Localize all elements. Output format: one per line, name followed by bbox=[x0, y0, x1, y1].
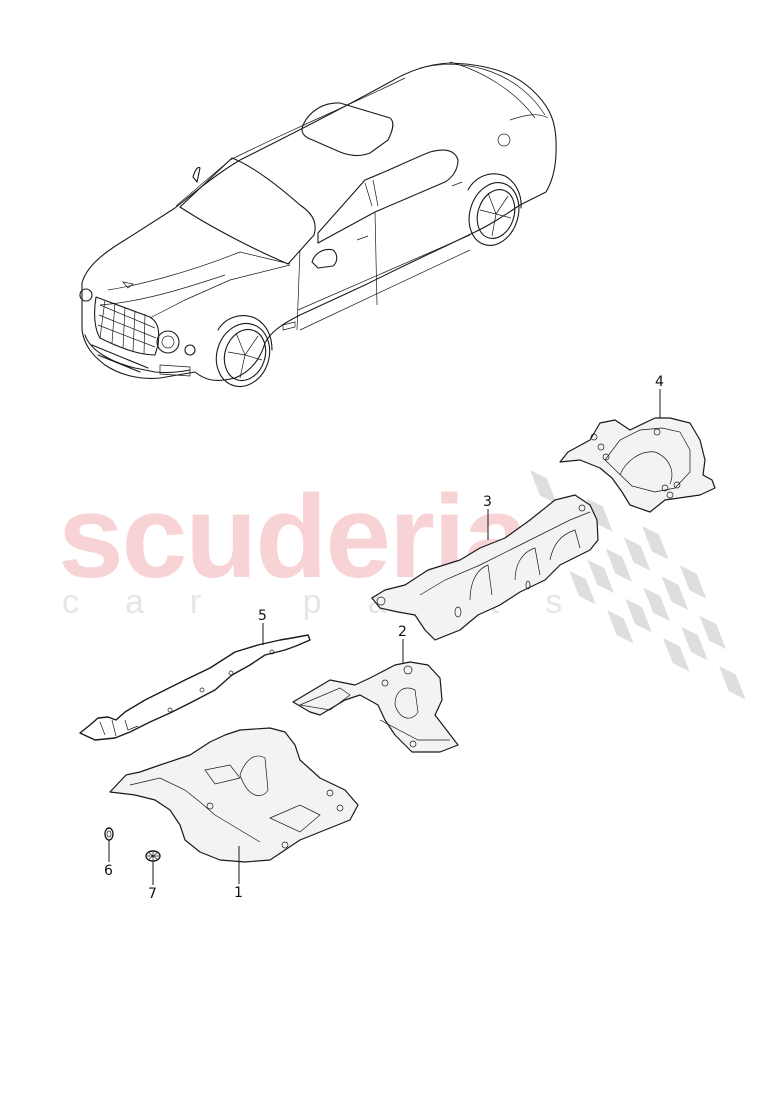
checker-square bbox=[587, 559, 614, 594]
checker-square bbox=[605, 548, 633, 582]
part-2-heat-shield[interactable] bbox=[292, 661, 459, 753]
vehicle-illustration bbox=[79, 61, 557, 388]
checker-square bbox=[625, 598, 652, 633]
checker-square bbox=[679, 565, 707, 599]
part-4-heat-shield[interactable] bbox=[559, 417, 716, 513]
checker-square bbox=[530, 470, 557, 504]
checker-square bbox=[643, 587, 670, 622]
callout-7[interactable]: 7 bbox=[148, 886, 157, 902]
checker-square bbox=[623, 537, 651, 571]
callout-1[interactable]: 1 bbox=[234, 885, 243, 901]
part-6-nut[interactable] bbox=[104, 827, 114, 841]
part-5-heat-shield-strip[interactable] bbox=[79, 634, 311, 741]
checker-square bbox=[586, 498, 613, 532]
checker-square bbox=[699, 615, 726, 650]
checker-square bbox=[661, 576, 689, 610]
checker-square bbox=[569, 570, 596, 605]
callout-3[interactable]: 3 bbox=[483, 494, 492, 510]
part-3-heat-shield[interactable] bbox=[371, 494, 599, 641]
checker-square bbox=[681, 626, 708, 661]
callout-4[interactable]: 4 bbox=[655, 374, 664, 390]
part-1-heat-shield[interactable] bbox=[109, 727, 359, 863]
checker-square bbox=[607, 610, 634, 644]
callout-5[interactable]: 5 bbox=[258, 608, 267, 624]
callout-6[interactable]: 6 bbox=[104, 863, 113, 879]
checker-square bbox=[663, 638, 690, 672]
callout-2[interactable]: 2 bbox=[398, 624, 407, 640]
checker-square bbox=[642, 526, 669, 560]
checker-square bbox=[719, 666, 746, 700]
part-7-clip[interactable] bbox=[145, 850, 161, 862]
